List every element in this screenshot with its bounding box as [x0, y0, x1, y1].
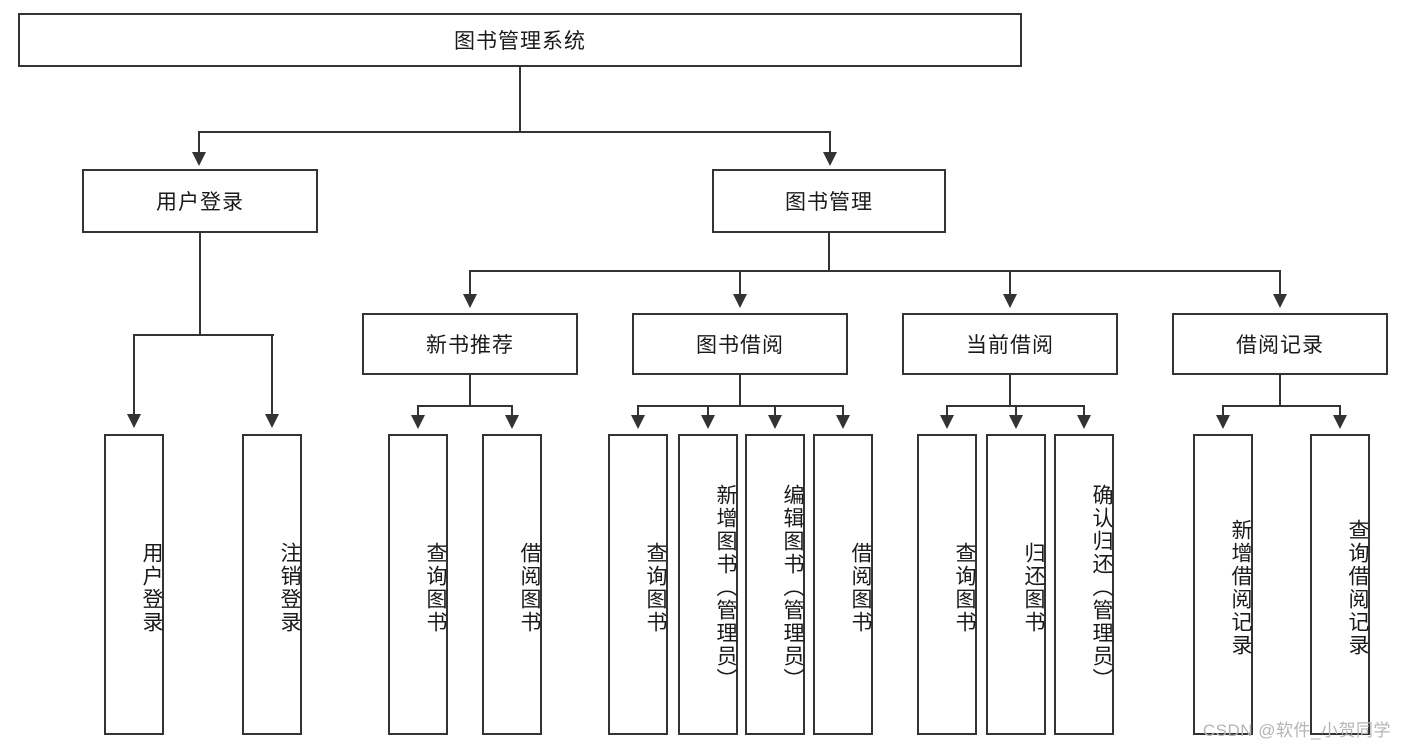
- leaf-query-book-2-label: 查询图书: [644, 541, 667, 634]
- node-borrow-record-label: 借阅记录: [1236, 334, 1324, 357]
- node-user-login-label: 用户登录: [156, 191, 244, 214]
- leaf-query-book-1-label: 查询图书: [424, 541, 447, 634]
- connector-new-book-recommend-to-leaf-borrow-book-1: [511, 405, 513, 417]
- connector-root-bar: [198, 131, 830, 133]
- node-new-book-recommend-label: 新书推荐: [426, 334, 514, 357]
- connector-book-manage-to-book-borrow: [739, 270, 741, 296]
- connector-book-manage-stem: [828, 233, 830, 271]
- connector-root-stem: [519, 67, 521, 132]
- arrowhead-book-borrow-to-leaf-borrow-book-2: [836, 415, 850, 429]
- leaf-borrow-book-1-label: 借阅图书: [518, 541, 541, 634]
- connector-book-borrow-to-leaf-edit-book: [774, 405, 776, 417]
- leaf-user-login-label: 用户登录: [140, 541, 163, 634]
- watermark-csdn: CSDN @软件_小贺同学: [1202, 721, 1391, 740]
- leaf-borrow-book-2-label: 借阅图书: [849, 541, 872, 634]
- arrowhead-borrow-record-to-leaf-query-record: [1333, 415, 1347, 429]
- connector-book-borrow-to-leaf-add-book: [707, 405, 709, 417]
- leaf-edit-book-label: 编辑图书（管理员）: [781, 484, 804, 691]
- leaf-add-book-label: 新增图书（管理员）: [714, 484, 737, 691]
- connector-borrow-record-stem: [1279, 375, 1281, 406]
- node-current-borrow[interactable]: 当前借阅: [902, 313, 1118, 375]
- leaf-query-book-3-label: 查询图书: [953, 541, 976, 634]
- leaf-query-record-label: 查询借阅记录: [1346, 518, 1369, 657]
- arrowhead-book-manage-to-borrow-record: [1273, 294, 1287, 308]
- node-book-manage-label: 图书管理: [785, 191, 873, 214]
- connector-root-to-book-manage: [829, 131, 831, 156]
- node-root-label: 图书管理系统: [454, 30, 586, 53]
- arrowhead-book-manage-to-new-book-recommend: [463, 294, 477, 308]
- connector-book-manage-to-borrow-record: [1279, 270, 1281, 296]
- node-new-book-recommend[interactable]: 新书推荐: [362, 313, 578, 375]
- connector-user-login-to-leaf-user-login: [133, 334, 135, 416]
- connector-borrow-record-to-leaf-query-record: [1339, 405, 1341, 417]
- connector-current-borrow-to-leaf-query-book-3: [946, 405, 948, 417]
- arrowhead-borrow-record-to-leaf-add-record: [1216, 415, 1230, 429]
- connector-current-borrow-stem: [1009, 375, 1011, 406]
- leaf-logout[interactable]: 注销登录: [242, 434, 302, 735]
- arrowhead-new-book-recommend-to-leaf-query-book-1: [411, 415, 425, 429]
- connector-user-login-bar: [133, 334, 274, 336]
- arrowhead-root-to-book-manage: [823, 152, 837, 166]
- leaf-add-book[interactable]: 新增图书（管理员）: [678, 434, 738, 735]
- leaf-confirm-return-label: 确认归还（管理员）: [1090, 484, 1113, 691]
- connector-borrow-record-bar: [1222, 405, 1340, 407]
- connector-book-borrow-to-leaf-query-book-2: [637, 405, 639, 417]
- arrowhead-user-login-to-leaf-user-login: [127, 414, 141, 428]
- connector-new-book-recommend-bar: [417, 405, 513, 407]
- connector-book-manage-to-new-book-recommend: [469, 270, 471, 296]
- leaf-add-record-label: 新增借阅记录: [1229, 518, 1252, 657]
- arrowhead-book-borrow-to-leaf-edit-book: [768, 415, 782, 429]
- leaf-confirm-return[interactable]: 确认归还（管理员）: [1054, 434, 1114, 735]
- leaf-query-book-2[interactable]: 查询图书: [608, 434, 668, 735]
- arrowhead-user-login-to-leaf-logout: [265, 414, 279, 428]
- connector-book-borrow-bar: [637, 405, 844, 407]
- arrowhead-current-borrow-to-leaf-return-book: [1009, 415, 1023, 429]
- leaf-return-book-label: 归还图书: [1022, 541, 1045, 634]
- connector-current-borrow-to-leaf-confirm-return: [1083, 405, 1085, 417]
- leaf-query-book-1[interactable]: 查询图书: [388, 434, 448, 735]
- connector-book-manage-bar: [469, 270, 1280, 272]
- node-user-login[interactable]: 用户登录: [82, 169, 318, 233]
- connector-new-book-recommend-stem: [469, 375, 471, 406]
- arrowhead-current-borrow-to-leaf-confirm-return: [1077, 415, 1091, 429]
- arrowhead-book-manage-to-book-borrow: [733, 294, 747, 308]
- connector-book-borrow-to-leaf-borrow-book-2: [842, 405, 844, 417]
- node-book-manage[interactable]: 图书管理: [712, 169, 946, 233]
- arrowhead-root-to-user-login: [192, 152, 206, 166]
- connector-root-to-user-login: [198, 131, 200, 156]
- node-root[interactable]: 图书管理系统: [18, 13, 1022, 67]
- leaf-borrow-book-1[interactable]: 借阅图书: [482, 434, 542, 735]
- connector-current-borrow-to-leaf-return-book: [1015, 405, 1017, 417]
- connector-new-book-recommend-to-leaf-query-book-1: [417, 405, 419, 417]
- leaf-edit-book[interactable]: 编辑图书（管理员）: [745, 434, 805, 735]
- connector-user-login-stem: [199, 233, 201, 335]
- leaf-return-book[interactable]: 归还图书: [986, 434, 1046, 735]
- connector-user-login-to-leaf-logout: [271, 334, 273, 416]
- leaf-query-record[interactable]: 查询借阅记录: [1310, 434, 1370, 735]
- leaf-query-book-3[interactable]: 查询图书: [917, 434, 977, 735]
- connector-borrow-record-to-leaf-add-record: [1222, 405, 1224, 417]
- arrowhead-book-borrow-to-leaf-query-book-2: [631, 415, 645, 429]
- node-borrow-record[interactable]: 借阅记录: [1172, 313, 1388, 375]
- leaf-add-record[interactable]: 新增借阅记录: [1193, 434, 1253, 735]
- connector-book-borrow-stem: [739, 375, 741, 406]
- node-book-borrow[interactable]: 图书借阅: [632, 313, 848, 375]
- leaf-logout-label: 注销登录: [278, 541, 301, 634]
- node-book-borrow-label: 图书借阅: [696, 334, 784, 357]
- arrowhead-book-borrow-to-leaf-add-book: [701, 415, 715, 429]
- leaf-user-login[interactable]: 用户登录: [104, 434, 164, 735]
- arrowhead-current-borrow-to-leaf-query-book-3: [940, 415, 954, 429]
- arrowhead-new-book-recommend-to-leaf-borrow-book-1: [505, 415, 519, 429]
- connector-book-manage-to-current-borrow: [1009, 270, 1011, 296]
- arrowhead-book-manage-to-current-borrow: [1003, 294, 1017, 308]
- node-current-borrow-label: 当前借阅: [966, 334, 1054, 357]
- leaf-borrow-book-2[interactable]: 借阅图书: [813, 434, 873, 735]
